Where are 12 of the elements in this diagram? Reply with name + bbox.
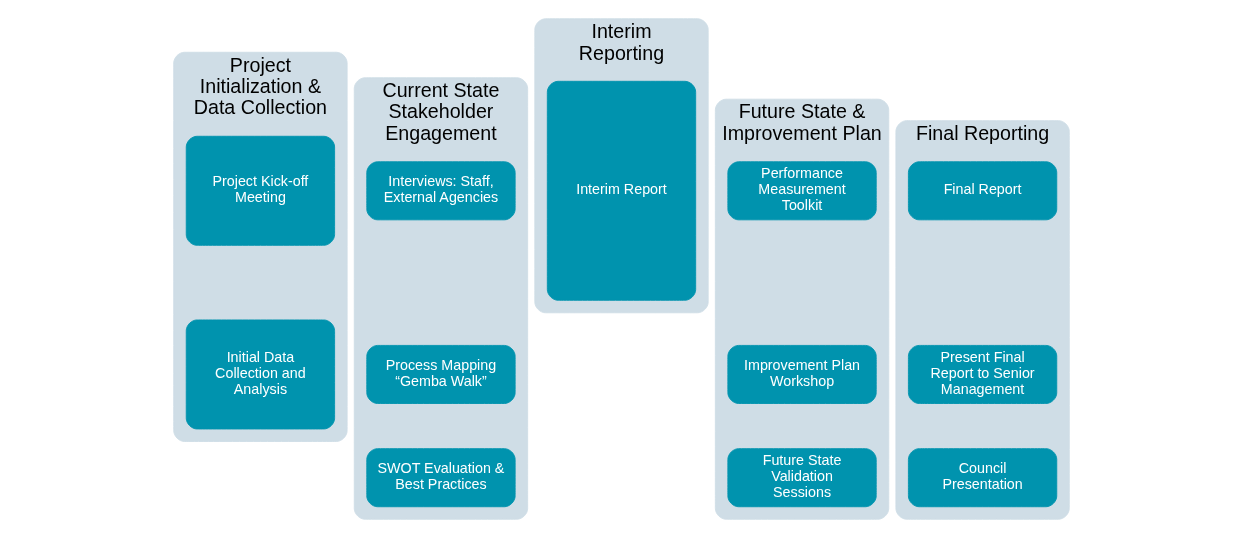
node-box: Interim Report (546, 80, 697, 301)
node-box: Present Final Report to Senior Management (907, 344, 1058, 404)
node-box: Council Presentation (907, 448, 1058, 508)
node-box: Improvement Plan Workshop (727, 344, 877, 404)
node-box: Final Report (907, 161, 1058, 221)
node-box: Interviews: Staff, External Agencies (366, 161, 516, 221)
node-box: SWOT Evaluation & Best Practices (366, 448, 516, 508)
node-box: Future State Validation Sessions (727, 448, 877, 508)
node-box: Process Mapping “Gemba Walk” (366, 344, 516, 404)
node-box: Project Kick-off Meeting (185, 135, 336, 246)
node-box: Initial Data Collection and Analysis (185, 319, 336, 430)
node-box: Performance Measurement Toolkit (727, 161, 877, 221)
